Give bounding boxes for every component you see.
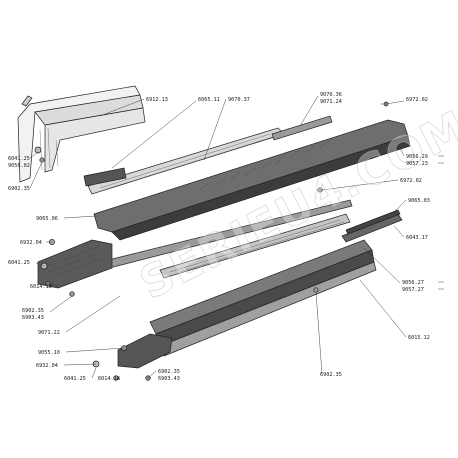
rubber-pad bbox=[83, 167, 127, 187]
part-label-9057-27: 9057.27 bbox=[402, 287, 424, 293]
part-label-6014-18-b: 6014.18 bbox=[98, 376, 120, 382]
rocker-end-upper bbox=[37, 239, 113, 289]
trim-strip bbox=[345, 209, 401, 235]
part-label-6902-35-c: 6902.35 bbox=[320, 372, 342, 378]
part-label-6014-18-a: 6014.18 bbox=[30, 284, 52, 290]
part-label-6932-04-a: 6932.04 bbox=[20, 240, 42, 246]
lower-sill-panel bbox=[149, 213, 403, 357]
part-label-9065-06: 9065.06 bbox=[36, 216, 58, 222]
part-label-6041-25-c: 6041.25 bbox=[64, 376, 86, 382]
middle-sill-strip bbox=[75, 199, 353, 279]
reference-arrows bbox=[380, 103, 444, 290]
part-label-9056-02: 9056.02 bbox=[8, 163, 30, 169]
part-label-9057-23: 9057.23 bbox=[406, 161, 428, 167]
part-label-9056-27: 9056.27 bbox=[402, 280, 424, 286]
part-label-6041-25-a: 6041.25 bbox=[8, 156, 30, 162]
part-label-6903-43-a: 6903.43 bbox=[22, 315, 44, 321]
part-label-6065-11: 6065.11 bbox=[198, 97, 220, 103]
part-label-6041-25-b: 6041.25 bbox=[8, 260, 30, 266]
rocker-end-lower bbox=[117, 333, 173, 369]
part-label-9070-37: 9070.37 bbox=[228, 97, 250, 103]
part-label-6972-02-b: 6972.02 bbox=[400, 178, 422, 184]
part-label-9070-36: 9070.36 bbox=[320, 92, 342, 98]
part-label-6043-17: 6043.17 bbox=[406, 235, 428, 241]
body-corner bbox=[17, 85, 146, 183]
part-label-6902-35-a: 6902.35 bbox=[8, 186, 30, 192]
part-label-6903-43-b: 6903.43 bbox=[158, 376, 180, 382]
part-label-6972-02: 6972.02 bbox=[406, 97, 428, 103]
leader-lines bbox=[29, 95, 407, 381]
part-label-6015-12: 6015.12 bbox=[408, 335, 430, 341]
part-label-6912-13: 6912.13 bbox=[146, 97, 168, 103]
part-labels: 6912.13 6065.11 9070.37 9070.36 9071.24 … bbox=[8, 92, 430, 382]
part-label-9065-03: 9065.03 bbox=[408, 198, 430, 204]
part-label-9071-24: 9071.24 bbox=[320, 99, 342, 105]
part-label-9055-10: 9055.10 bbox=[38, 350, 60, 356]
part-label-9071-22: 9071.22 bbox=[38, 330, 60, 336]
part-label-6902-35-d: 6902.35 bbox=[158, 369, 180, 375]
upper-sill-cover bbox=[93, 115, 411, 241]
part-label-9056-29: 9056.29 bbox=[406, 154, 428, 160]
part-label-6902-35-b: 6902.35 bbox=[22, 308, 44, 314]
part-label-6932-04-b: 6932.04 bbox=[36, 363, 58, 369]
